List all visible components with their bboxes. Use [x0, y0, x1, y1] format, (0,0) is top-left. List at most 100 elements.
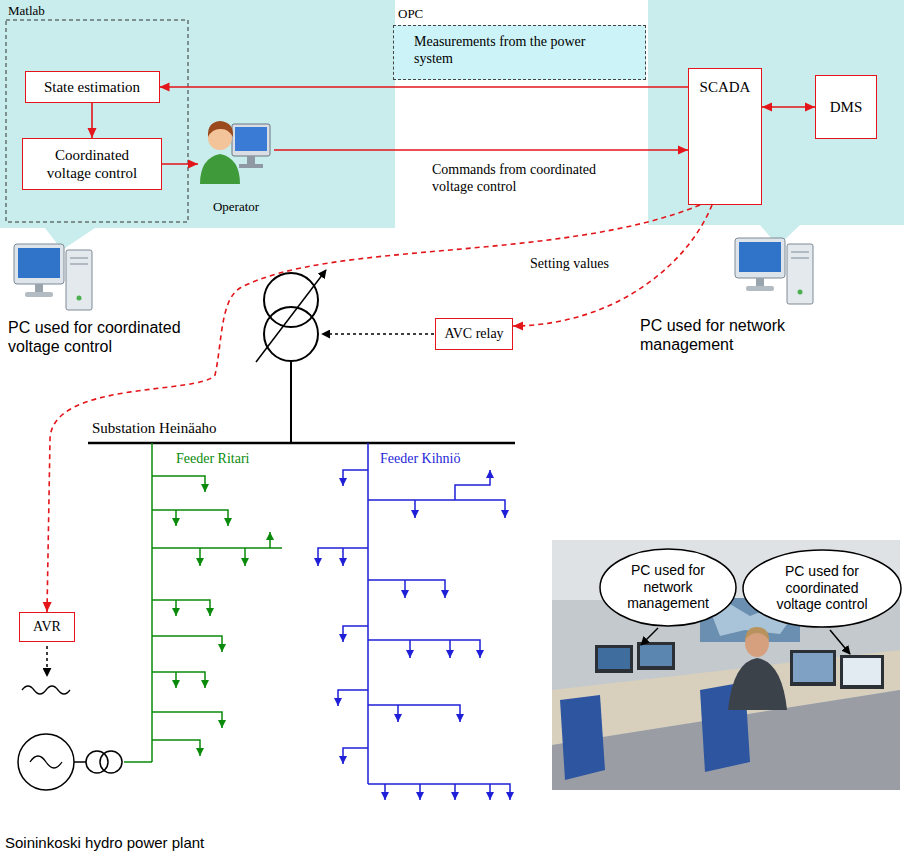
photo-leader: [830, 630, 850, 654]
excitation-wave: [22, 686, 70, 694]
process-box: Coordinated voltage control: [22, 138, 162, 190]
power-led: [798, 290, 803, 295]
relay-box: AVC relay: [435, 318, 513, 350]
monitor: [595, 645, 633, 673]
box-label: AVC relay: [444, 326, 503, 343]
photo-leader: [641, 628, 658, 645]
generator-sine: [30, 756, 62, 768]
feeder-label: Feeder Ritari: [176, 451, 249, 468]
operator-hair: [208, 121, 233, 137]
arrow-head: [678, 146, 688, 155]
box-label: Coordinated voltage control: [31, 146, 153, 182]
system-box: SCADA: [688, 68, 762, 205]
regulator-box: AVR: [19, 612, 75, 642]
network-callout: [648, 0, 904, 246]
screen: [18, 248, 60, 278]
connector: [274, 149, 688, 151]
drive-slots: [70, 258, 88, 264]
matlab-callout: [0, 0, 395, 250]
arrow-head: [160, 83, 170, 92]
pc-caption: PC used for coordinated voltage control: [8, 318, 208, 356]
screen: [598, 648, 630, 669]
callout-text: PC used for coordinated voltage control: [768, 563, 876, 613]
callout-ellipse: PC used for coordinated voltage control: [742, 549, 902, 628]
screen: [235, 127, 267, 151]
person-hair: [745, 627, 769, 640]
monitor: [232, 124, 270, 156]
power-led: [77, 296, 82, 301]
monitor: [637, 642, 675, 670]
step-up-winding: [100, 751, 122, 773]
pc-icon: [14, 244, 92, 310]
ellipse-shape: [743, 550, 901, 627]
base: [746, 286, 774, 291]
monitor: [14, 244, 64, 284]
feeder-lines: [318, 443, 510, 800]
chair: [560, 695, 605, 780]
wall: [552, 540, 900, 790]
relay-control-leader: [322, 333, 434, 335]
screen: [793, 653, 833, 682]
screen: [843, 658, 881, 685]
screen: [739, 242, 781, 272]
substation-label: Substation Heinäaho: [92, 419, 217, 437]
avr-control-leader: [46, 646, 48, 676]
monitor: [840, 655, 884, 689]
person-body: [728, 658, 787, 710]
arrow-head: [805, 103, 815, 112]
system-box: DMS: [815, 75, 877, 139]
operator-body: [200, 154, 240, 184]
box-label: SCADA: [700, 78, 751, 96]
monitor: [735, 238, 785, 278]
software-panel: MatlabState estimationCoordinated voltag…: [0, 0, 395, 228]
feeder-label: Feeder Kihniö: [380, 451, 460, 468]
base: [239, 164, 263, 168]
arrow-head: [513, 321, 523, 330]
step-up-winding: [86, 751, 108, 773]
interface-box: OPCMeasurements from the power system: [393, 25, 646, 80]
tap-arrow: [256, 270, 326, 362]
box-label: AVR: [33, 619, 61, 636]
drive-slots: [791, 252, 809, 258]
panel-title: Matlab: [8, 3, 45, 19]
operator-figure: Operator: [198, 106, 274, 218]
monitor: [790, 650, 836, 686]
box-label: DMS: [830, 98, 863, 116]
base: [25, 292, 53, 297]
generator-lead: [74, 761, 86, 763]
stand: [247, 156, 255, 164]
operator-icon: [200, 121, 270, 184]
edge-label: Commands from coordinated voltage contro…: [432, 162, 610, 196]
connector: [513, 205, 712, 326]
matlab-dashed-frame: [6, 20, 188, 222]
transformer-lead: [290, 361, 292, 443]
transformer-symbol: [256, 270, 326, 443]
load-arrows: [314, 470, 514, 800]
arrow-head: [43, 602, 52, 612]
callout-ellipse: PC used for network management: [599, 548, 737, 627]
control-room-photo: [552, 540, 900, 790]
screen: [640, 645, 672, 666]
ellipse-shape: [600, 549, 736, 626]
pc-icon: [735, 238, 813, 304]
box-label: State estimation: [44, 78, 140, 96]
operator-label: Operator: [213, 199, 259, 215]
generator: [18, 734, 74, 790]
tower: [787, 244, 813, 304]
feeder-lines: [124, 443, 282, 762]
stand: [756, 278, 764, 286]
arrow-head: [88, 128, 97, 138]
arrow-head: [762, 103, 772, 112]
box-heading: OPC: [398, 6, 423, 22]
plant-label: Soininkoski hydro power plant: [5, 834, 204, 852]
winding: [264, 273, 318, 327]
connector: [160, 86, 689, 88]
generator-symbol: [18, 734, 122, 790]
callout-text: PC used for network management: [622, 562, 714, 612]
edge-label: Setting values: [530, 256, 609, 273]
stand: [35, 284, 43, 292]
tower: [66, 250, 92, 310]
arrow-head: [188, 160, 198, 169]
